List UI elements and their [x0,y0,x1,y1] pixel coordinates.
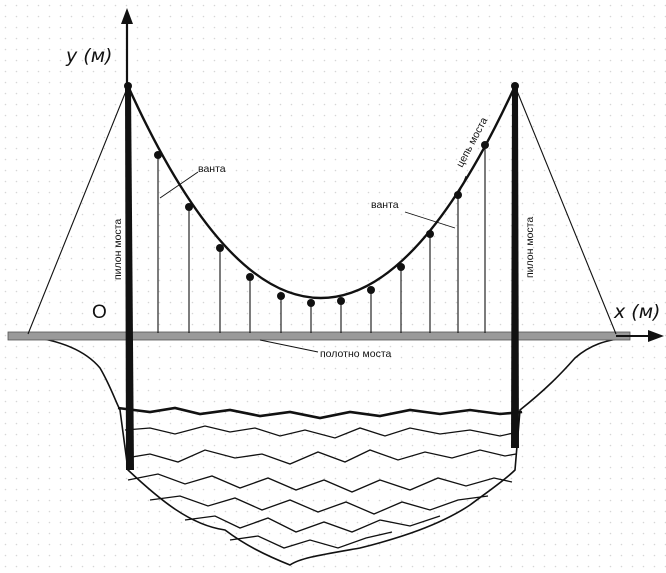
strata-line-1 [124,425,519,439]
pylon-left-label: пилон моста [112,219,124,280]
hanger-right-label: ванта [371,199,399,211]
strata-line-3 [127,473,513,493]
pylon-left [125,86,134,470]
pylon-right [511,86,519,448]
backstay-right [514,85,617,335]
chain-node [185,203,193,211]
leader-chain [457,175,467,197]
y-axis-label: y (м) [65,45,112,67]
chain-node [367,286,375,294]
leader-hanger-left [159,171,199,199]
chain-node [481,141,489,149]
strata-line-5 [184,515,441,533]
backstay-left [27,85,129,335]
y-axis [121,8,133,90]
strata-line-4 [149,495,489,515]
chain-node [246,273,254,281]
strata-line-6 [229,531,393,549]
strata-line-2 [125,449,517,465]
river-basin [24,335,631,566]
chain-node [337,297,345,305]
water-layers [117,406,523,549]
chain-node [154,151,162,159]
pylons [125,86,519,470]
chain-node [277,292,285,300]
x-axis-arrow [648,330,664,342]
chain-node [397,263,405,271]
leader-lines [159,171,467,353]
bridge-deck [7,331,631,341]
pylon-right-label: пилон моста [524,217,536,278]
water-surface [117,406,523,420]
chain-node [216,244,224,252]
x-axis [616,330,664,342]
leader-deck [259,339,319,353]
deck-label: полотно моста [320,348,392,360]
y-axis-arrow [121,8,133,24]
chain-node [307,299,315,307]
hangers [157,145,486,333]
chain-node [426,230,434,238]
suspension-chain [126,85,517,300]
origin-label: O [92,302,107,323]
backstays [27,85,617,335]
leader-hanger-right [404,211,456,229]
hanger-left-label: ванта [198,163,226,175]
x-axis-label: x (м) [613,301,660,323]
